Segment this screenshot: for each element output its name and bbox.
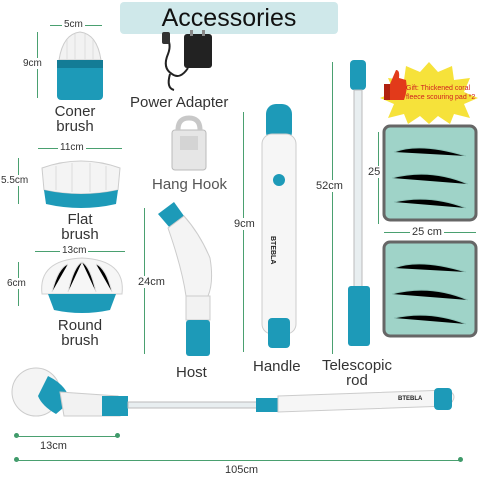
page-title: Accessories <box>120 2 338 34</box>
host-length: 24cm <box>138 276 165 288</box>
dimension-line <box>332 62 333 354</box>
power-adapter-label: Power Adapter <box>130 94 229 111</box>
coner-brush-image <box>57 31 103 100</box>
coner-brush-height: 9cm <box>23 58 42 69</box>
pad-image-2 <box>382 240 478 338</box>
round-brush-height: 6cm <box>7 278 26 289</box>
power-adapter-image <box>162 30 212 91</box>
dimension-marker <box>458 457 463 462</box>
round-brush-label: Round brush <box>57 317 103 349</box>
dimension-marker <box>115 433 120 438</box>
host-label: Host <box>176 364 207 381</box>
thumbs-up-icon <box>384 70 407 100</box>
telescopic-rod-length: 52cm <box>316 180 343 192</box>
hang-hook-image <box>171 115 207 171</box>
dimension-line <box>16 436 118 437</box>
head-length: 13cm <box>40 440 67 452</box>
telescopic-rod-label: Telescopic rod <box>321 357 393 389</box>
pad-width: 25 cm <box>410 226 444 238</box>
gift-text: Gift: Thickened coral fleece scouring pa… <box>406 85 476 101</box>
coner-brush-width: 5cm <box>62 19 85 30</box>
flat-brush-label: Flat brush <box>61 211 99 243</box>
round-brush-width: 13cm <box>60 245 89 256</box>
flat-brush-height: 5.5cm <box>1 175 29 186</box>
dimension-marker <box>14 433 19 438</box>
flat-brush-width: 11cm <box>58 142 86 153</box>
dimension-line <box>243 112 244 352</box>
total-length: 105cm <box>225 464 259 476</box>
brand-label: BTEBLA <box>269 236 276 265</box>
hang-hook-label: Hang Hook <box>152 176 228 193</box>
handle-image <box>261 104 297 348</box>
round-brush-image <box>41 257 123 313</box>
handle-length: 9cm <box>234 218 255 230</box>
host-image <box>158 202 213 356</box>
telescopic-rod-image <box>348 60 370 346</box>
dimension-line <box>378 132 379 224</box>
coner-brush-label: Coner brush <box>54 103 96 135</box>
dimension-marker <box>14 457 19 462</box>
dimension-line <box>16 460 460 461</box>
starburst-shape <box>380 62 478 124</box>
assembled-tool-image <box>11 367 455 417</box>
pad-image-1 <box>382 124 478 222</box>
handle-label: Handle <box>253 358 301 375</box>
flat-brush-image <box>41 160 121 208</box>
assembled-brand-label: BTEBLA <box>398 396 423 402</box>
